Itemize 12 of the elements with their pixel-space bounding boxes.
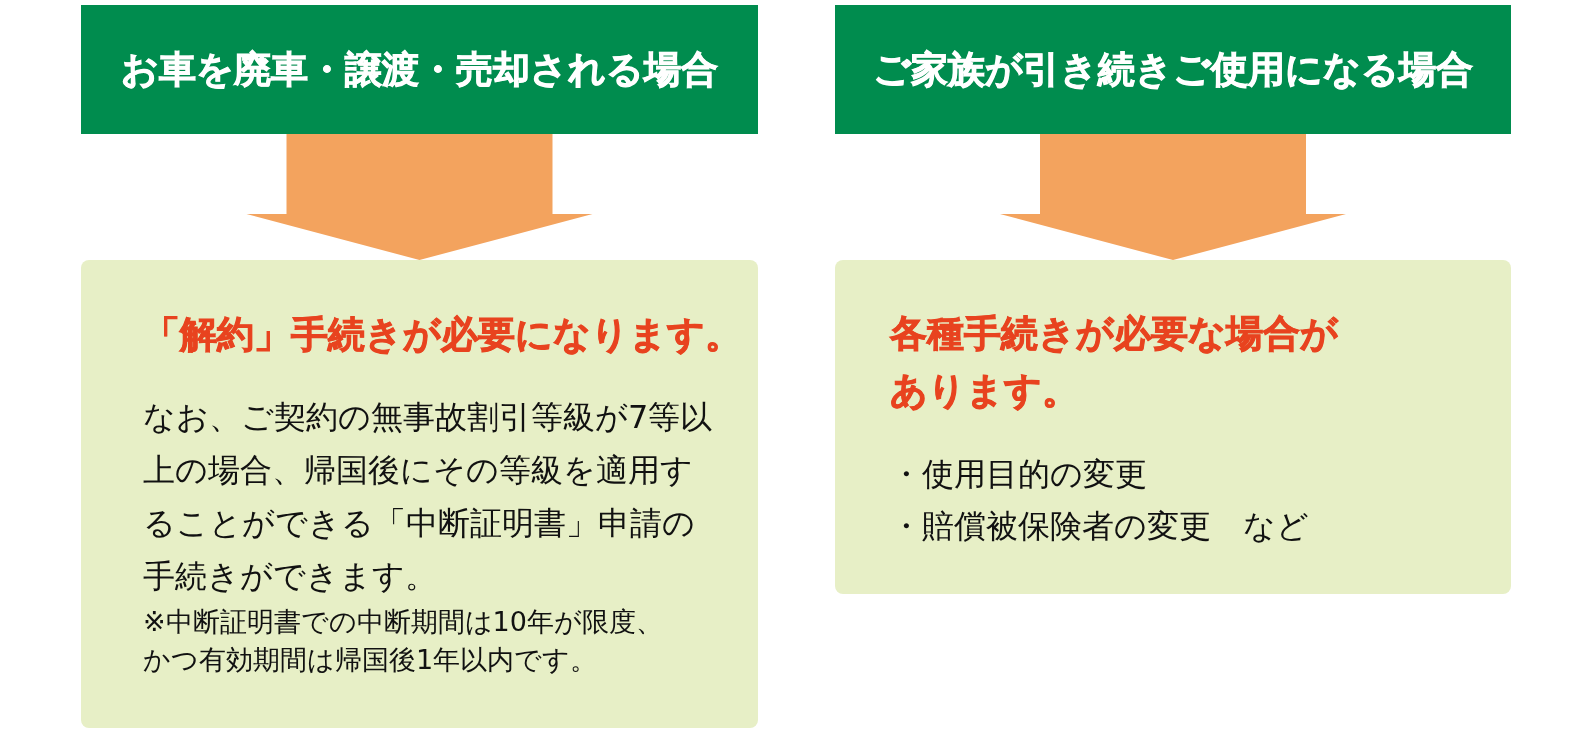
panel-heading: 「解約」手続きが必要になります。 — [143, 312, 743, 358]
list-item: ・使用目的の変更 — [890, 454, 1148, 495]
header-banner: お車を廃車・譲渡・売却される場合 — [81, 5, 758, 134]
info-panel — [81, 260, 758, 728]
note-text: ※中断証明書での中断期間は10年が限度、かつ有効期間は帰国後1年以内です。 — [143, 605, 664, 677]
list-item: ・賠償被保険者の変更 など — [890, 506, 1310, 547]
block-arrow — [1000, 134, 1346, 260]
info-panel — [835, 260, 1511, 594]
body-text: なお、ご契約の無事故割引等級が7等以上の場合、帰国後にその等級を適用することができる「中断証明書」申請の手続きができます。 — [143, 397, 714, 597]
header-banner: ご家族が引き続きご使用になる場合 — [835, 5, 1511, 134]
block-arrow — [246, 134, 593, 260]
panel-heading: 各種手続きが必要な場合があります。 — [890, 311, 1339, 414]
